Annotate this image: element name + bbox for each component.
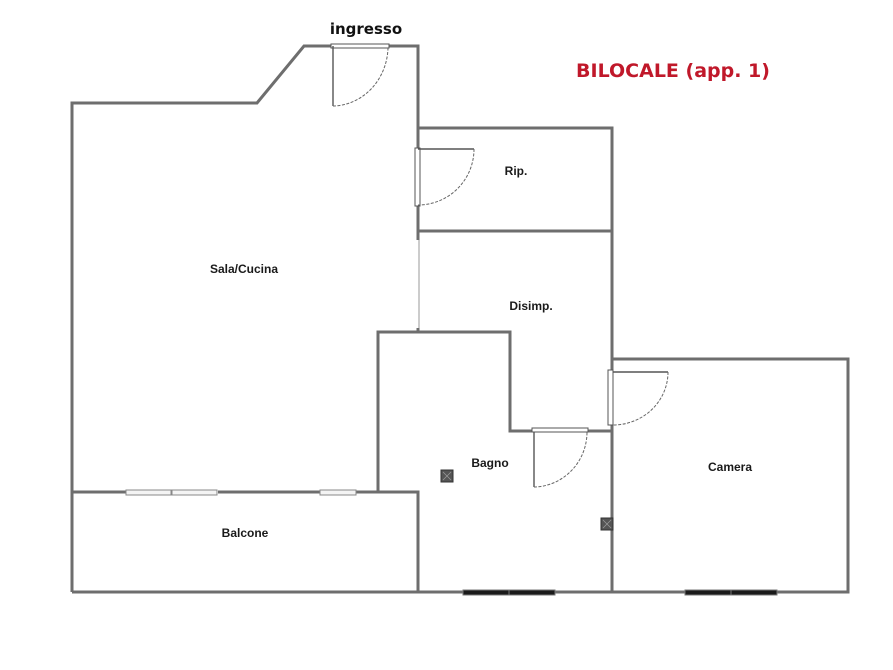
vent-icon (440, 469, 454, 483)
bottom-windows (462, 589, 778, 596)
walls (70, 44, 850, 594)
bagno-door[interactable] (531, 427, 589, 488)
room-label-sala-cucina: Sala/Cucina (209, 262, 279, 276)
page-title: BILOCALE (app. 1) (576, 60, 770, 82)
room-label-disimp: Disimp. (509, 299, 553, 313)
room-label-balcone: Balcone (221, 526, 269, 540)
room-label-bagno: Bagno (471, 456, 509, 470)
entrance-door[interactable] (330, 43, 390, 107)
room-label-rip: Rip. (504, 164, 528, 178)
entrance-label: ingresso (329, 20, 403, 38)
camera-door[interactable] (607, 369, 669, 426)
room-label-camera: Camera (707, 460, 753, 474)
rip-door[interactable] (414, 147, 475, 207)
balcony-windows (125, 489, 357, 496)
vent-icon (600, 517, 614, 531)
